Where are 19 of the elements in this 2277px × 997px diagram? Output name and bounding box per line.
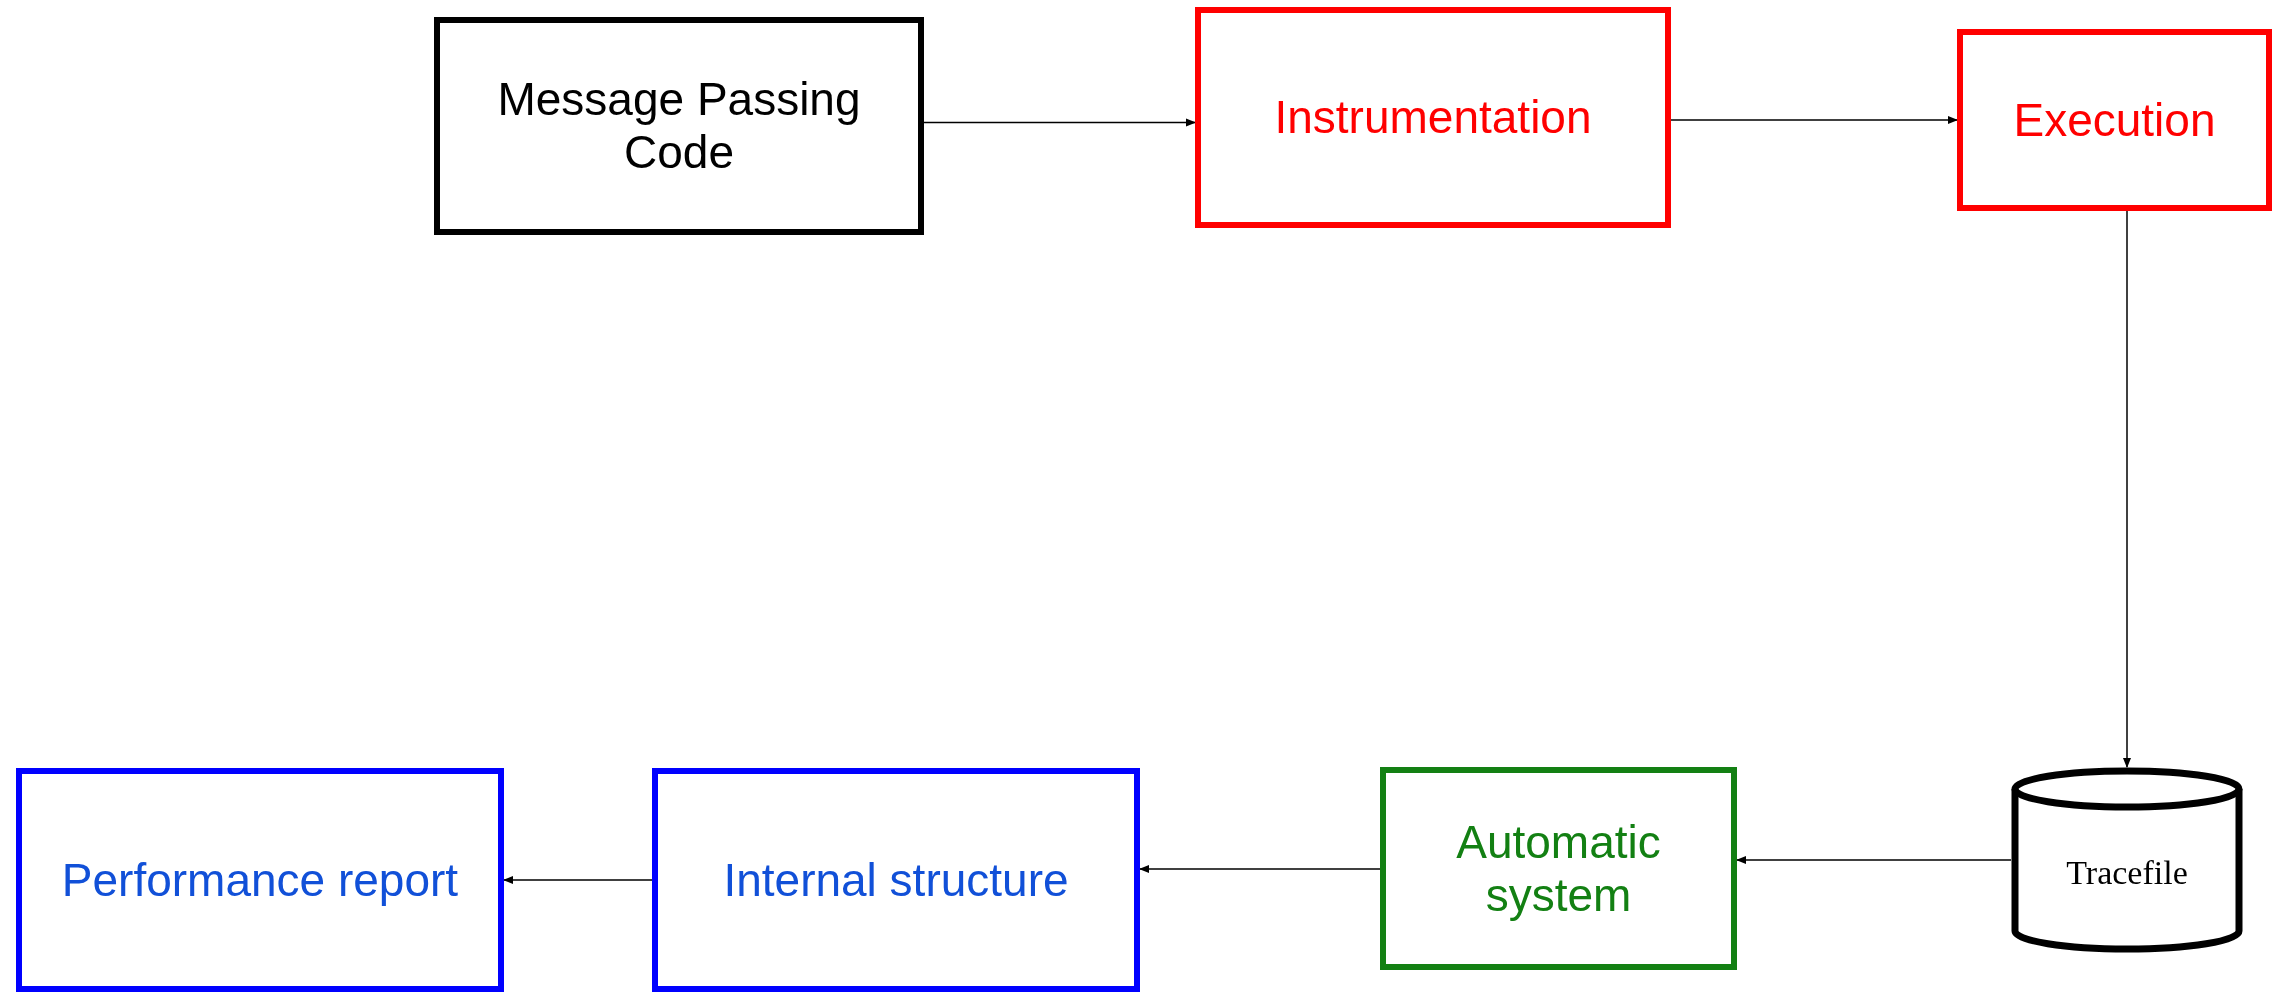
- process-box: [1195, 7, 1671, 228]
- node-label: Message Passing Code: [496, 73, 862, 179]
- process-box: [16, 768, 504, 992]
- arrow: [2123, 210, 2131, 768]
- process-box: [652, 768, 1140, 992]
- arrow: [1139, 865, 1381, 873]
- process-box: [434, 17, 924, 235]
- node-label: Tracefile: [2066, 852, 2188, 893]
- node-label: Performance report: [61, 853, 459, 907]
- node-label: Internal structure: [723, 853, 1069, 907]
- arrow: [923, 118, 1196, 127]
- node-label: Automatic system: [1455, 815, 1662, 922]
- arrow: [1736, 856, 2012, 864]
- node-label: Instrumentation: [1274, 91, 1592, 144]
- process-box: [1957, 29, 2272, 211]
- arrow: [503, 876, 653, 884]
- node-label: Execution: [2013, 93, 2216, 147]
- arrow: [1670, 116, 1958, 124]
- process-box: [1380, 767, 1737, 970]
